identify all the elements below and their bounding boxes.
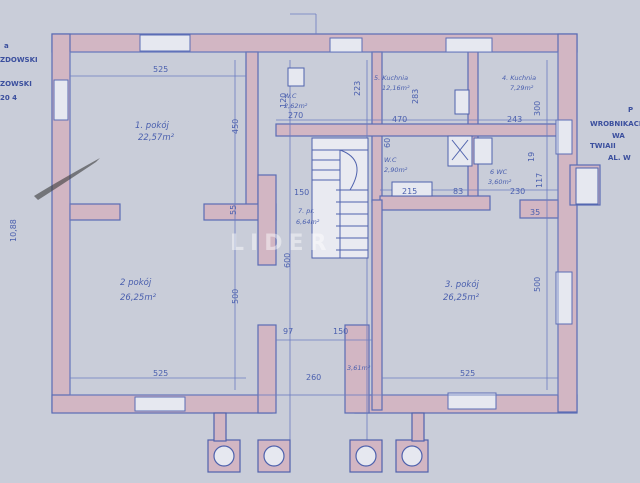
room-2-name: 2 pokój — [120, 277, 152, 288]
sink — [473, 137, 493, 165]
column-4 — [401, 445, 423, 467]
right-text-1: P — [628, 106, 633, 114]
room-6-name: 6 WC — [490, 168, 508, 176]
dim-230: 230 — [510, 187, 525, 196]
right-text-2: WROBNIKACH — [590, 120, 640, 128]
dim-bottom-left: 525 — [153, 369, 168, 378]
bath-fixture — [391, 181, 433, 197]
dim-117: 117 — [535, 173, 544, 188]
windows — [53, 34, 573, 412]
dim-150a: 150 — [294, 188, 309, 197]
interior-wall-h1 — [275, 123, 559, 137]
room-7-area: 6,64m² — [296, 218, 320, 226]
left-text-2: ZDOWSKI — [0, 56, 38, 64]
window-left — [53, 79, 69, 121]
column-3 — [355, 445, 377, 467]
dim-55: 55 — [229, 205, 238, 215]
window-bottom-2 — [447, 392, 497, 410]
interior-wall-v5 — [371, 199, 383, 411]
wc-1-area: 2,90m² — [384, 166, 408, 174]
wc-fixture — [287, 67, 305, 87]
interior-wall-v2 — [257, 324, 277, 414]
room-3-name: 3. pokój — [445, 279, 480, 290]
dim-260: 260 — [306, 373, 321, 382]
room-1-name: 1. pokój — [135, 120, 170, 131]
dim-600: 600 — [283, 253, 292, 268]
dim-283: 283 — [411, 89, 420, 104]
wc-top-area: 2,62m² — [284, 102, 308, 110]
dim-97: 97 — [283, 327, 293, 336]
steps-right — [575, 167, 599, 205]
dim-19: 19 — [527, 152, 536, 162]
room-7-name: 7. pr. — [298, 207, 315, 215]
left-text-1: a — [4, 42, 9, 50]
stair-curve — [339, 149, 358, 191]
dim-top-left: 525 — [153, 65, 168, 74]
room-6-area: 3,60m² — [488, 178, 512, 186]
entrance-columns — [207, 412, 429, 473]
column-1 — [213, 445, 235, 467]
dim-83: 83 — [453, 187, 463, 196]
left-text-4: 20 4 — [0, 94, 17, 102]
wc-1-name: W.C — [384, 156, 397, 164]
interior-wall-h2 — [379, 195, 491, 211]
dim-35: 35 — [530, 208, 540, 217]
right-text-3: WA — [612, 132, 625, 140]
window-right-1 — [555, 119, 573, 155]
porch-post-left — [213, 412, 227, 442]
dim-top-right-a: 470 — [392, 115, 407, 124]
wc-top-name: W.C — [284, 92, 297, 100]
room-1-area: 22,57m² — [138, 133, 175, 143]
room-2-area: 26,25m² — [120, 293, 157, 303]
staircase — [311, 137, 369, 259]
inner-outlines — [69, 13, 559, 470]
dim-300: 300 — [533, 101, 542, 116]
dim-500-right: 500 — [533, 277, 542, 292]
room-labels: 1. pokój 22,57m² 2 pokój 26,25m² 3. pokó… — [120, 74, 536, 372]
fixtures — [287, 67, 599, 205]
room-4-name: 4. Kuchnia — [502, 74, 536, 82]
dimension-labels: 525 223 470 243 283 300 450 55 150 600 5… — [9, 65, 544, 382]
dim-60: 60 — [383, 138, 392, 148]
column-2 — [263, 445, 285, 467]
porch-post-right — [411, 412, 425, 442]
window-top-1 — [139, 34, 191, 52]
dim-top-right-b: 243 — [507, 115, 522, 124]
sink-x — [451, 139, 469, 161]
right-text-4: TWIAII — [590, 142, 616, 150]
counter — [447, 135, 473, 167]
dim-500-left: 500 — [231, 289, 240, 304]
dim-total-height: 10,88 — [9, 219, 18, 242]
stain — [34, 158, 100, 200]
room-5-name: 5. Kuchnia — [374, 74, 408, 82]
interior-wall-stub-left — [69, 203, 121, 221]
room-3-area: 26,25m² — [443, 293, 480, 303]
watermark: LIDER — [230, 231, 332, 256]
dim-bottom-right: 525 — [460, 369, 475, 378]
room-5-area: 12,16m² — [382, 84, 410, 92]
vestibule-area: 3,61m² — [347, 364, 371, 372]
interior-wall-v3 — [257, 174, 277, 266]
window-top-3 — [445, 37, 493, 53]
dim-450: 450 — [231, 119, 240, 134]
outer-wall-top — [51, 33, 578, 53]
dim-215: 215 — [402, 187, 417, 196]
dim-150b: 150 — [333, 327, 348, 336]
margin-texts: a ZDOWSKI ZOWSKI 20 4 P WROBNIKACH WA TW… — [0, 42, 640, 162]
dim-270: 270 — [288, 111, 303, 120]
dim-120: 120 — [279, 93, 288, 108]
room-4-area: 7,29m² — [510, 84, 534, 92]
left-text-3: ZOWSKI — [0, 80, 32, 88]
outer-wall-right — [557, 33, 578, 413]
window-bottom-1 — [134, 396, 186, 412]
stove — [454, 89, 470, 115]
interior-wall-v1 — [245, 51, 259, 211]
inner-outline — [69, 51, 559, 396]
window-top-2 — [329, 37, 363, 53]
window-right-2 — [555, 271, 573, 325]
dim-top-mid: 223 — [353, 81, 362, 96]
right-text-5: AL. W — [608, 154, 631, 162]
